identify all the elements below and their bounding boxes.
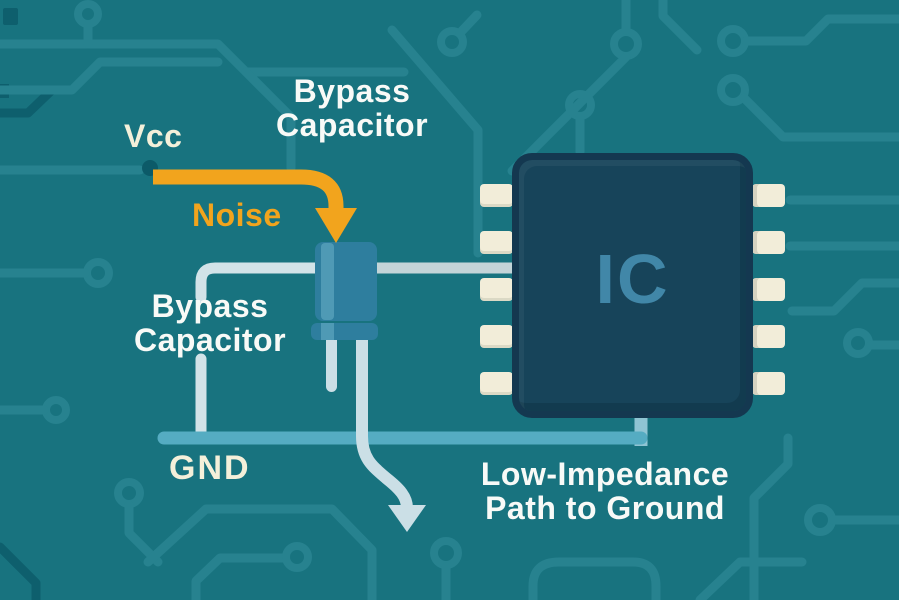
pcb-trace xyxy=(191,553,289,600)
bypass-capacitor-left-label: Bypass Capacitor xyxy=(133,288,287,358)
ic-pins-left xyxy=(480,184,513,395)
ic-chip: IC xyxy=(512,153,753,418)
noise-arrowhead-icon xyxy=(315,208,357,243)
capacitor-right-leg-path xyxy=(356,335,413,509)
pcb-trace xyxy=(741,14,899,46)
pcb-trace xyxy=(455,10,482,38)
pcb-trace xyxy=(749,433,793,600)
capacitor-icon xyxy=(311,242,378,340)
low-impedance-label: Low-Impedance Path to Ground xyxy=(480,456,730,526)
ic-pin xyxy=(480,325,513,348)
ic-pin xyxy=(480,372,513,395)
ic-pins-right xyxy=(752,184,785,395)
ground-arrowhead-icon xyxy=(388,505,426,532)
pcb-via-ring xyxy=(437,27,467,57)
pcb-trace xyxy=(658,0,702,55)
noise-arrow-icon xyxy=(153,169,357,243)
pcb-trace xyxy=(0,39,409,77)
vcc-label: Vcc xyxy=(124,118,183,154)
ic-pin xyxy=(480,278,513,301)
capacitor-left-leg xyxy=(326,335,337,392)
ic-pin xyxy=(480,231,513,254)
vcc-wire-upper xyxy=(195,262,322,303)
ic-pin xyxy=(752,278,785,301)
ic-pin xyxy=(480,184,513,207)
noise-label: Noise xyxy=(192,197,282,233)
ground-path-arrow-icon xyxy=(326,335,426,532)
pcb-via-ring xyxy=(717,74,749,106)
gnd-label: GND xyxy=(169,449,251,487)
capacitor-body-stripe xyxy=(321,243,334,320)
capacitor-band-stripe xyxy=(321,323,334,340)
pcb-trace xyxy=(739,93,899,142)
pcb-trace xyxy=(787,278,899,316)
pcb-trace xyxy=(143,504,377,600)
pcb-trace xyxy=(387,25,483,258)
pcb-trace xyxy=(528,557,661,600)
ic-pin xyxy=(752,372,785,395)
ic-pin xyxy=(752,325,785,348)
pcb-pad xyxy=(3,8,18,25)
ic-pin xyxy=(752,184,785,207)
pcb-trace-dark xyxy=(0,542,41,600)
pcb-trace xyxy=(695,557,807,600)
pcb-trace xyxy=(241,67,296,173)
pcb-via-ring xyxy=(282,542,312,572)
pcb-trace-dark xyxy=(0,85,57,118)
ic-pin xyxy=(752,231,785,254)
pcb-trace xyxy=(0,57,223,95)
ic-chip-label: IC xyxy=(595,239,670,318)
bypass-capacitor-top-label: Bypass Capacitor xyxy=(275,73,429,143)
noise-arrow-path xyxy=(153,169,344,211)
pcb-trace xyxy=(124,500,163,567)
